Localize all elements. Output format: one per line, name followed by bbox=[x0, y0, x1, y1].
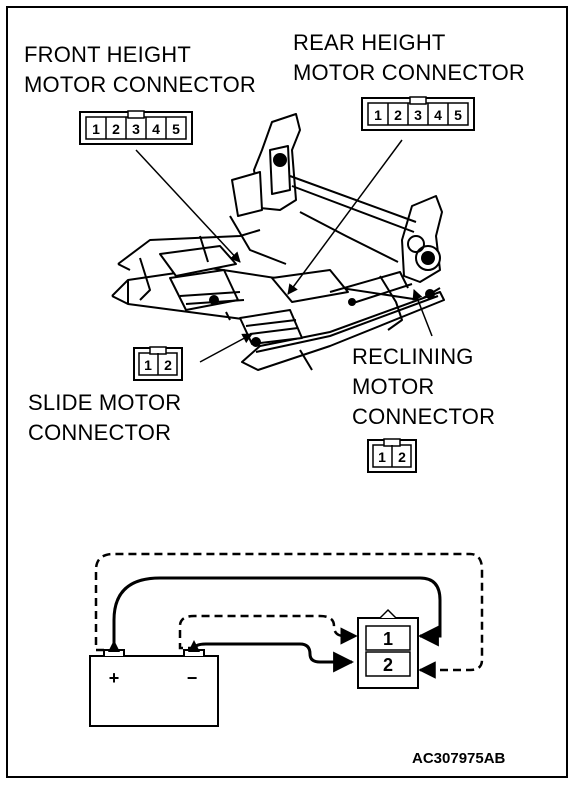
terminal-arrows bbox=[108, 640, 200, 652]
rear-height-leader-arrow bbox=[287, 139, 403, 295]
solid-wiring bbox=[112, 576, 442, 673]
front-pin-4: 4 bbox=[152, 121, 160, 137]
reclining-label-line2: MOTOR bbox=[352, 374, 435, 399]
reclining-label: RECLINING MOTOR CONNECTOR bbox=[352, 342, 495, 432]
rear-height-label-line1: REAR HEIGHT bbox=[293, 30, 446, 55]
front-height-connector-symbol: 1 2 3 4 5 bbox=[79, 110, 193, 145]
rear-pin-1: 1 bbox=[374, 107, 382, 123]
front-pin-5: 5 bbox=[172, 121, 180, 137]
battery-positive-sign: + bbox=[109, 668, 120, 688]
solid-wire-negative-to-pin2 bbox=[192, 642, 355, 673]
rear-pin-2: 2 bbox=[394, 107, 402, 123]
seat-frame-illustration bbox=[111, 113, 445, 371]
test-pin-2: 2 bbox=[383, 655, 393, 675]
front-height-label: FRONT HEIGHT MOTOR CONNECTOR bbox=[24, 40, 256, 100]
reclining-label-line1: RECLINING bbox=[352, 344, 474, 369]
dashed-wiring bbox=[94, 552, 484, 679]
rear-height-label: REAR HEIGHT MOTOR CONNECTOR bbox=[293, 28, 525, 88]
battery-negative-sign: − bbox=[187, 668, 198, 688]
slide-label: SLIDE MOTOR CONNECTOR bbox=[28, 388, 181, 448]
front-height-label-line1: FRONT HEIGHT bbox=[24, 42, 191, 67]
slide-pin-2: 2 bbox=[164, 357, 172, 373]
rear-height-label-line2: MOTOR CONNECTOR bbox=[293, 60, 525, 85]
front-pin-2: 2 bbox=[112, 121, 120, 137]
slide-connector-symbol: 1 2 bbox=[133, 346, 183, 381]
reclining-pin-2: 2 bbox=[398, 449, 406, 465]
solid-wire-positive-to-pin1 bbox=[112, 576, 442, 650]
rear-pin-4: 4 bbox=[434, 107, 442, 123]
slide-leader-arrow bbox=[199, 333, 253, 363]
reclining-label-line3: CONNECTOR bbox=[352, 404, 496, 429]
slide-label-line2: CONNECTOR bbox=[28, 420, 172, 445]
reclining-leader-arrow bbox=[412, 289, 433, 337]
dashed-wire-negative-to-pin1 bbox=[178, 614, 358, 650]
dashed-wire-positive-to-pin2 bbox=[94, 552, 484, 679]
slide-label-line1: SLIDE MOTOR bbox=[28, 390, 182, 415]
front-height-label-line2: MOTOR CONNECTOR bbox=[24, 72, 256, 97]
test-connector-symbol: 1 2 bbox=[357, 608, 419, 689]
rear-height-connector-symbol: 1 2 3 4 5 bbox=[361, 96, 475, 131]
figure-code: AC307975AB bbox=[412, 750, 506, 767]
test-pin-1: 1 bbox=[383, 629, 393, 649]
front-height-leader-arrow bbox=[135, 149, 241, 263]
rear-pin-3: 3 bbox=[414, 107, 422, 123]
positive-terminal-arrow bbox=[108, 640, 120, 652]
rear-pin-5: 5 bbox=[454, 107, 462, 123]
front-pin-1: 1 bbox=[92, 121, 100, 137]
slide-pin-1: 1 bbox=[144, 357, 152, 373]
battery-symbol: + − bbox=[89, 649, 219, 727]
reclining-pin-1: 1 bbox=[378, 449, 386, 465]
reclining-connector-symbol: 1 2 bbox=[367, 438, 417, 473]
leader-lines bbox=[135, 139, 433, 363]
front-pin-3: 3 bbox=[132, 121, 140, 137]
negative-terminal-arrow bbox=[188, 640, 200, 652]
